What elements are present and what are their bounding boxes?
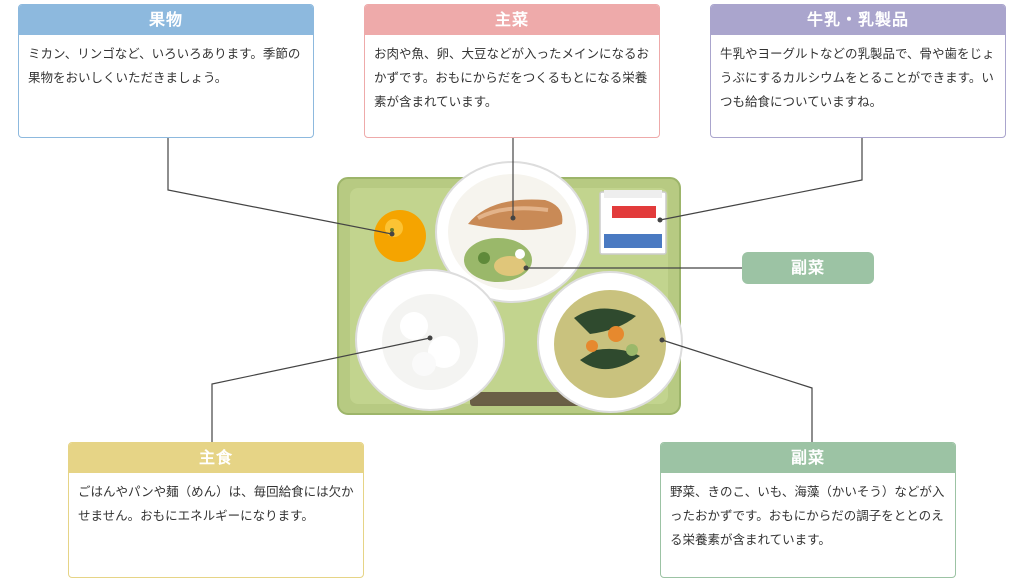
milk-card-text: 牛乳やヨーグルトなどの乳製品で、骨や歯をじょうぶにするカルシウムをとることができ… (720, 46, 995, 109)
staple-card: 主食 ごはんやパンや麺（めん）は、毎回給食には欠かせません。おもにエネルギーにな… (68, 442, 364, 578)
orange-fruit (374, 210, 426, 262)
leader-line-soup (661, 339, 813, 442)
leader-dot-soup (659, 337, 665, 343)
leader-dot-fruit (389, 231, 395, 237)
leader-dot-side (523, 265, 529, 271)
staple-card-title: 主食 (69, 443, 363, 473)
side-dish-label: 副菜 (742, 252, 874, 284)
staple-card-text: ごはんやパンや麺（めん）は、毎回給食には欠かせません。おもにエネルギーになります… (78, 484, 354, 523)
leader-line-staple (211, 337, 431, 442)
side-dish-card-text: 野菜、きのこ、いも、海藻（かいそう）などが入ったおかずです。おもにからだの調子を… (670, 484, 945, 547)
milk-carton (599, 190, 667, 255)
fruit-card-title: 果物 (19, 5, 313, 35)
side-dish-card: 副菜 野菜、きのこ、いも、海藻（かいそう）などが入ったおかずです。おもにからだの… (660, 442, 956, 578)
milk-card: 牛乳・乳製品 牛乳やヨーグルトなどの乳製品で、骨や歯をじょうぶにするカルシウムを… (710, 4, 1006, 138)
soup-bowl (537, 271, 683, 413)
milk-card-title: 牛乳・乳製品 (711, 5, 1005, 35)
main-dish-bowl (435, 161, 589, 303)
leader-line-milk (659, 138, 863, 221)
side-dish-card-title: 副菜 (661, 443, 955, 473)
main-dish-card-text: お肉や魚、卵、大豆などが入ったメインになるおかずです。おもにからだをつくるもとに… (374, 46, 650, 109)
fruit-card-text: ミカン、リンゴなど、いろいろあります。季節の果物をおいしくいただきましょう。 (28, 46, 301, 85)
fruit-card: 果物 ミカン、リンゴなど、いろいろあります。季節の果物をおいしくいただきましょう… (18, 4, 314, 138)
leader-dot-staple (427, 335, 433, 341)
leader-line-fruit (167, 138, 393, 235)
main-dish-card-title: 主菜 (365, 5, 659, 35)
leader-dot-main (510, 215, 516, 221)
leader-lines (167, 138, 863, 442)
leader-dot-milk (657, 217, 663, 223)
main-dish-card: 主菜 お肉や魚、卵、大豆などが入ったメインになるおかずです。おもにからだをつくる… (364, 4, 660, 138)
